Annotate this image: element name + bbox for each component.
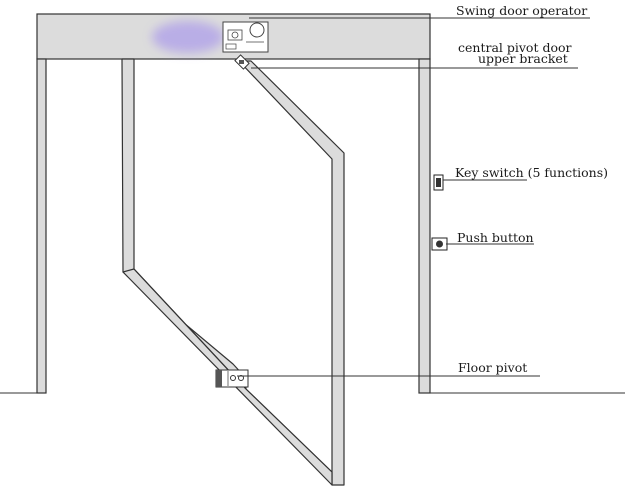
key-switch-device <box>433 174 444 191</box>
floor-pivot <box>215 369 249 388</box>
left-jamb <box>36 58 47 394</box>
right-jamb <box>418 58 431 394</box>
label-key-switch: Key switch (5 functions) <box>455 165 608 180</box>
push-button-device <box>431 237 448 251</box>
label-upper-bracket-line1: central pivot door <box>458 40 572 55</box>
label-swing-door-operator: Swing door operator <box>456 3 587 18</box>
leader-lines <box>237 17 590 377</box>
operator-highlight <box>152 21 224 53</box>
label-floor-pivot: Floor pivot <box>458 360 527 375</box>
upper-bracket <box>234 54 250 70</box>
label-push-button: Push button <box>457 230 534 245</box>
label-upper-bracket-line2: upper bracket <box>478 51 568 66</box>
door-leaf <box>121 58 345 486</box>
swing-door-operator-unit <box>222 21 269 53</box>
